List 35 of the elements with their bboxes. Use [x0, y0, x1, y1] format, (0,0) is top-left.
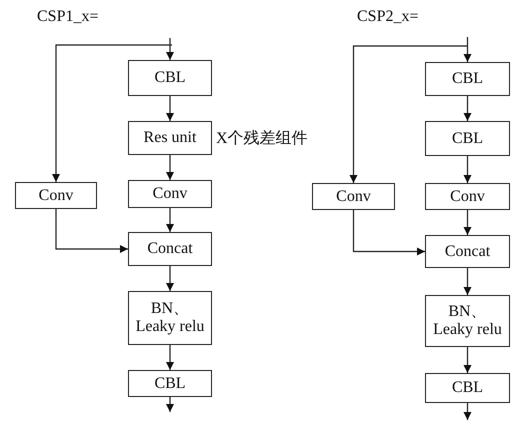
arrow	[464, 403, 472, 420]
process-box: Conv	[128, 180, 212, 208]
process-box: Conv	[425, 183, 510, 210]
arrow	[166, 397, 174, 412]
process-box: CBL	[425, 121, 510, 156]
arrow	[350, 45, 467, 183]
arrow	[52, 44, 172, 182]
arrow	[166, 38, 174, 60]
arrow	[166, 345, 174, 370]
module-label: CSP1_x=	[37, 8, 98, 26]
process-box: CBL	[425, 373, 510, 403]
arrow	[464, 156, 472, 183]
arrow	[464, 347, 472, 373]
process-box: Concat	[128, 232, 212, 266]
annotation: X个残差组件	[216, 128, 308, 149]
arrow	[464, 96, 472, 121]
process-box: CBL	[128, 370, 212, 397]
arrow	[166, 208, 174, 232]
arrow	[464, 210, 472, 235]
process-box: Res unit	[128, 121, 212, 155]
process-box: Concat	[425, 235, 510, 268]
arrow	[55, 209, 128, 253]
module-label: CSP2_x=	[357, 8, 418, 26]
process-box: BN、 Leaky relu	[425, 295, 510, 347]
process-box: Conv	[312, 183, 395, 210]
process-box: CBL	[425, 62, 510, 96]
arrow	[166, 155, 174, 180]
process-box: BN、 Leaky relu	[128, 291, 212, 345]
arrow	[464, 268, 472, 295]
arrow	[166, 96, 174, 121]
process-box: CBL	[128, 60, 212, 96]
arrow	[352, 210, 425, 256]
arrow	[464, 37, 472, 62]
arrow	[166, 266, 174, 291]
process-box: Conv	[15, 182, 97, 209]
